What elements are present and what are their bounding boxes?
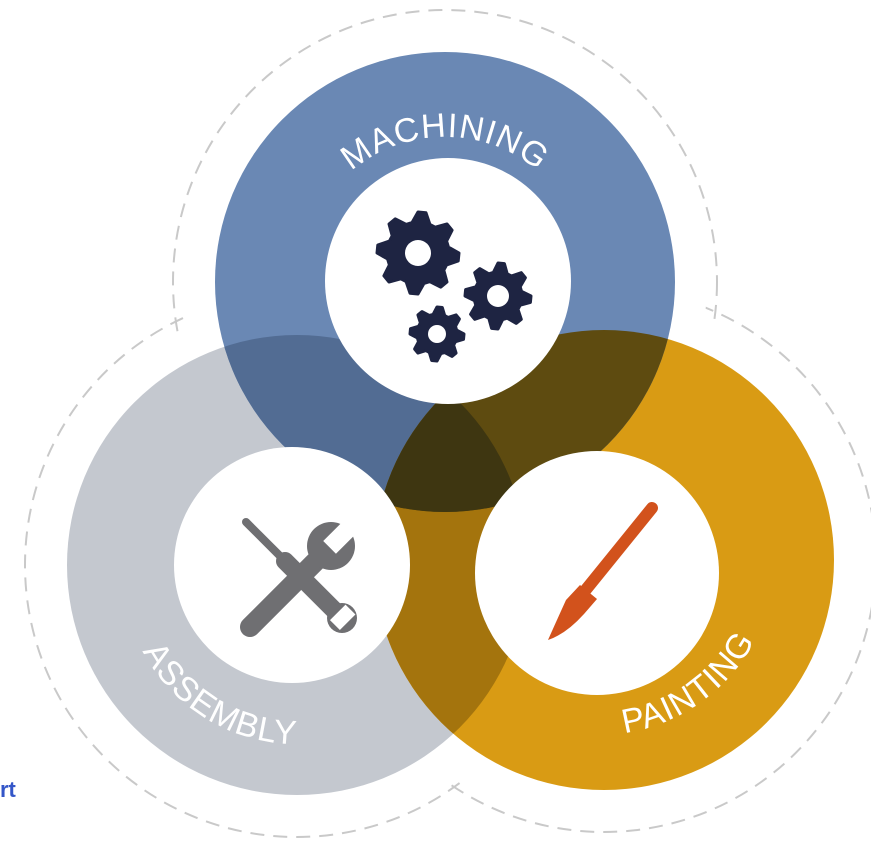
wrench-icon (240, 521, 356, 637)
cropped-text-fragment: rt (0, 777, 16, 802)
small-gear-icon (408, 305, 466, 363)
paintbrush-icon (548, 502, 658, 640)
large-gear-icon (375, 210, 461, 296)
center-overlap (374, 335, 527, 512)
screwdriver-icon (242, 518, 357, 633)
medium-gear-icon (463, 261, 533, 331)
wrench-screwdriver-icon (240, 518, 357, 637)
gears-icon (375, 210, 533, 363)
